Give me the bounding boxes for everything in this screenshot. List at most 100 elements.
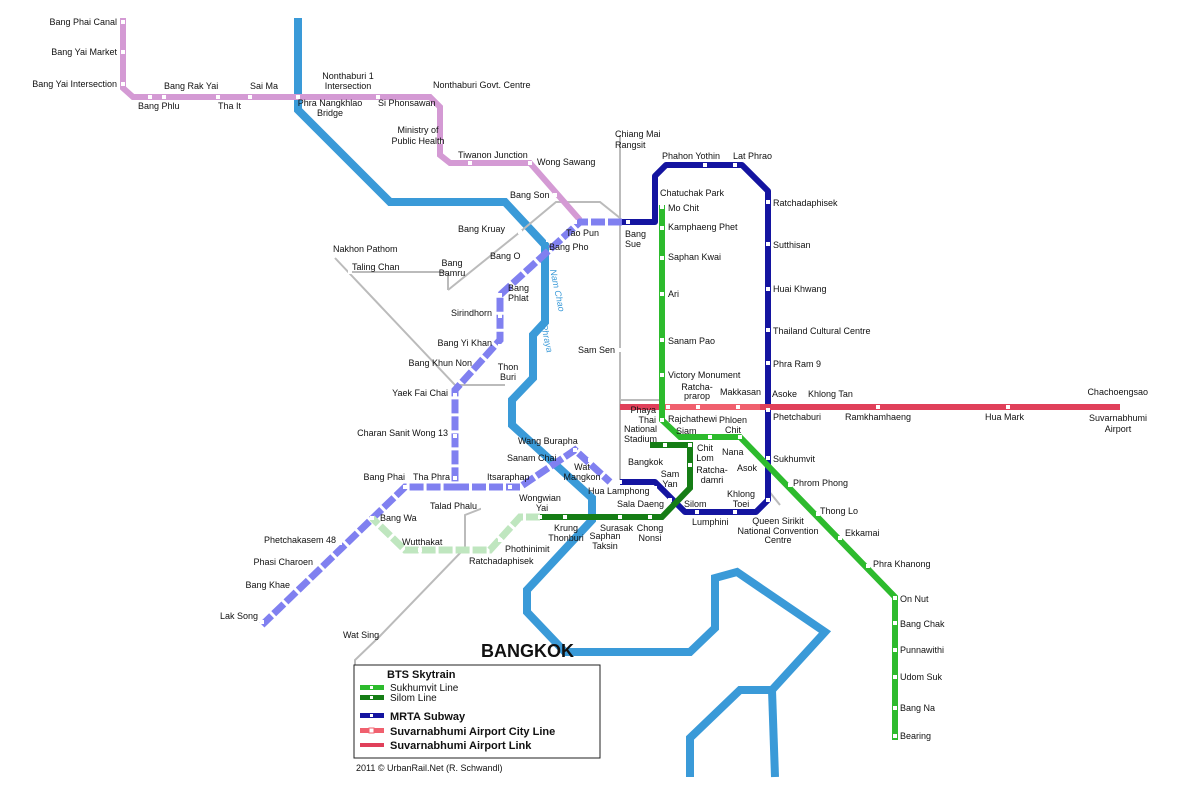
station-marker[interactable] (121, 50, 125, 54)
station-marker[interactable] (338, 541, 342, 545)
station-label[interactable]: Phra Nangkhlao (298, 98, 363, 108)
station-marker[interactable] (376, 95, 380, 99)
station-label[interactable]: Chong (637, 523, 664, 533)
station-marker[interactable] (453, 434, 457, 438)
station-marker[interactable] (766, 408, 770, 412)
station-label[interactable]: Nonthaburi 1 (322, 71, 374, 81)
station-marker[interactable] (316, 561, 320, 565)
station-label[interactable]: Bang Yai Intersection (32, 79, 117, 89)
station-label[interactable]: Ratcha- (696, 465, 728, 475)
station-label[interactable]: prarop (684, 391, 710, 401)
station-label[interactable]: Bamru (439, 268, 466, 278)
station-label[interactable]: Udom Suk (900, 672, 943, 682)
station-label[interactable]: Bang Pho (549, 242, 589, 252)
station-marker[interactable] (438, 95, 442, 99)
station-label[interactable]: Phlat (508, 293, 529, 303)
station-marker[interactable] (546, 238, 550, 242)
station-label[interactable]: Saphan Kwai (668, 252, 721, 262)
station-label[interactable]: Bang (508, 283, 529, 293)
station-label[interactable]: Ratchadaphisek (773, 198, 838, 208)
station-marker[interactable] (553, 193, 557, 197)
station-label[interactable]: Lumphini (692, 517, 729, 527)
station-label[interactable]: Phetchakasem 48 (264, 535, 336, 545)
station-marker[interactable] (418, 548, 422, 552)
station-label[interactable]: Phloen (719, 415, 747, 425)
station-marker[interactable] (453, 476, 457, 480)
station-marker[interactable] (508, 485, 512, 489)
station-label[interactable]: Lak Song (220, 611, 258, 621)
station-marker[interactable] (248, 95, 252, 99)
station-label[interactable]: Hua Mark (985, 412, 1025, 422)
station-label[interactable]: Chachoengsao (1087, 387, 1148, 397)
station-label[interactable]: Rajchathewi (668, 414, 717, 424)
station-label[interactable]: Sala Daeng (617, 499, 664, 509)
station-marker[interactable] (893, 648, 897, 652)
station-label[interactable]: Bang Khae (245, 580, 290, 590)
station-marker[interactable] (766, 498, 770, 502)
station-label[interactable]: Thong Lo (820, 506, 858, 516)
station-label[interactable]: Hua Lamphong (588, 486, 650, 496)
station-label[interactable]: Bang Rak Yai (164, 81, 218, 91)
station-label[interactable]: Phahon Yothin (662, 151, 720, 161)
station-label[interactable]: Tao Pun (566, 228, 599, 238)
station-label[interactable]: Bang Phlu (138, 101, 180, 111)
station-label[interactable]: Saphan (589, 531, 620, 541)
station-label[interactable]: Itsaraphap (487, 472, 530, 482)
station-label[interactable]: Ari (668, 289, 679, 299)
station-marker[interactable] (816, 512, 820, 516)
station-marker[interactable] (573, 448, 577, 452)
station-label[interactable]: Ramkhamhaeng (845, 412, 911, 422)
station-label[interactable]: Phra Khanong (873, 559, 931, 569)
station-label[interactable]: Taling Chan (352, 262, 400, 272)
station-label[interactable]: Phetchaburi (773, 412, 821, 422)
station-label[interactable]: Bearing (900, 731, 931, 741)
station-label[interactable]: Kamphaeng Phet (668, 222, 738, 232)
station-marker[interactable] (121, 82, 125, 86)
station-marker[interactable] (518, 230, 522, 234)
station-label[interactable]: Sanam Pao (668, 336, 715, 346)
station-marker[interactable] (162, 95, 166, 99)
station-marker[interactable] (766, 328, 770, 332)
station-marker[interactable] (866, 564, 870, 568)
station-marker[interactable] (766, 287, 770, 291)
station-marker[interactable] (260, 620, 264, 624)
station-label[interactable]: Bangkok (628, 457, 664, 467)
station-marker[interactable] (660, 256, 664, 260)
station-label[interactable]: Bang Yai Market (51, 47, 117, 57)
station-marker[interactable] (766, 200, 770, 204)
station-marker[interactable] (766, 456, 770, 460)
station-marker[interactable] (663, 443, 667, 447)
station-marker[interactable] (733, 510, 737, 514)
station-marker[interactable] (733, 163, 737, 167)
station-label[interactable]: Bang Chak (900, 619, 945, 629)
station-marker[interactable] (893, 706, 897, 710)
station-label[interactable]: Sirindhorn (451, 308, 492, 318)
station-label[interactable]: Chiang Mai (615, 129, 661, 139)
station-marker[interactable] (468, 161, 472, 165)
station-marker[interactable] (660, 292, 664, 296)
station-marker[interactable] (292, 584, 296, 588)
station-label[interactable]: Mo Chit (668, 203, 700, 213)
station-label[interactable]: Chit (697, 443, 714, 453)
station-label[interactable]: Bang (625, 229, 646, 239)
station-marker[interactable] (893, 675, 897, 679)
station-marker[interactable] (660, 418, 664, 422)
station-marker[interactable] (688, 443, 692, 447)
station-label[interactable]: Siam (676, 426, 697, 436)
station-label[interactable]: Phra Ram 9 (773, 359, 821, 369)
station-label[interactable]: Wongwian (519, 493, 561, 503)
station-marker[interactable] (588, 458, 592, 462)
station-marker[interactable] (666, 405, 670, 409)
station-label[interactable]: Intersection (325, 81, 372, 91)
station-label[interactable]: Lom (696, 453, 714, 463)
station-marker[interactable] (498, 344, 502, 348)
station-label[interactable]: Khlong Tan (808, 389, 853, 399)
station-label[interactable]: Sanam Chai (507, 453, 557, 463)
station-label[interactable]: Charan Sanit Wong 13 (357, 428, 448, 438)
station-marker[interactable] (438, 140, 442, 144)
station-marker[interactable] (660, 205, 664, 209)
station-label[interactable]: damri (701, 475, 724, 485)
station-label[interactable]: Sue (625, 239, 641, 249)
station-marker[interactable] (498, 314, 502, 318)
station-marker[interactable] (563, 515, 567, 519)
